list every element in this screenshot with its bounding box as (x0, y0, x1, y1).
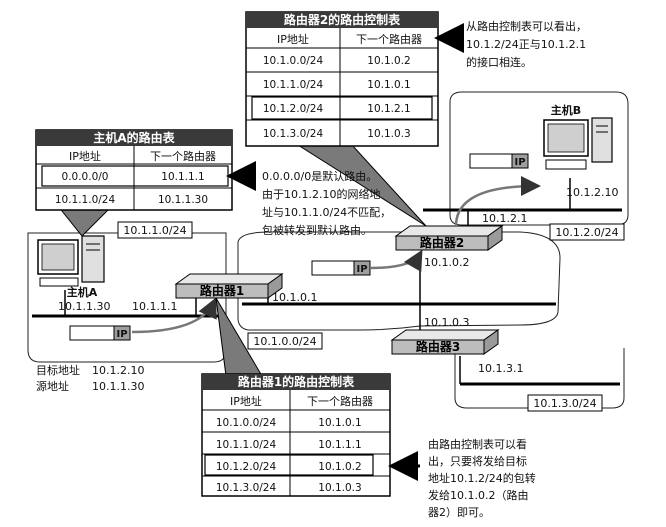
host-a-computer-icon (37, 235, 105, 287)
network-label-10-1-2-0: 10.1.2.0/24 (555, 226, 618, 239)
svg-text:0.0.0.0/0是默认路由。: 0.0.0.0/0是默认路由。 (262, 169, 377, 183)
router-1-routing-table (201, 373, 391, 497)
host-a-table-title: 主机A的路由表 (93, 130, 175, 145)
router-2-highlight-row (251, 96, 433, 120)
table-cell: 10.1.2.1 (367, 103, 410, 115)
network-label-10-1-0-0: 10.1.0.0/24 (253, 335, 316, 348)
router-1-icon (174, 273, 284, 299)
table-cell: 10.1.0.0/24 (216, 417, 277, 429)
svg-text:从路由控制表可以看出，: 从路由控制表可以看出， (466, 19, 587, 33)
host-a-label: 主机A (67, 285, 98, 299)
svg-text:包被转发到默认路由。: 包被转发到默认路由。 (262, 223, 372, 237)
table-cell: 10.1.1.30 (158, 194, 208, 206)
packet-near-host-a (69, 325, 131, 341)
table-cell: 10.1.1.1 (161, 171, 204, 183)
router-3-interface-3: 10.1.3.1 (478, 362, 523, 375)
router-2-label: 路由器2 (420, 235, 464, 250)
router-2-interface-b: 10.1.2.1 (482, 212, 527, 225)
router-2-table-title: 路由器2的路由控制表 (284, 12, 401, 27)
source-address-value: 10.1.1.30 (92, 380, 144, 393)
network-10-1-0-0-area (237, 231, 561, 331)
router-1-label: 路由器1 (200, 283, 244, 298)
table-cell: 10.1.0.1 (367, 79, 410, 91)
table-cell: 10.1.1.0/24 (216, 439, 277, 451)
router-3-label: 路由器3 (416, 339, 460, 354)
packet-ip-tag: IP (514, 157, 525, 168)
note-bottom-right: 由路由控制表可以看 出，只要将发给目标 地址10.1.2/24的包转 发给10.… (428, 437, 536, 519)
table-cell: 10.1.1.1 (318, 439, 361, 451)
note-middle: 0.0.0.0/0是默认路由。 由于10.1.2.10的网络地 址与10.1.1… (262, 169, 391, 237)
router-1-table-title: 路由器1的路由控制表 (238, 374, 355, 389)
dest-address-value: 10.1.2.10 (92, 364, 144, 377)
packet-ip-tag: IP (116, 329, 127, 340)
table-cell: 10.1.0.3 (367, 128, 410, 140)
host-b-ip: 10.1.2.10 (566, 186, 618, 199)
svg-text:的接口相连。: 的接口相连。 (466, 55, 532, 69)
svg-text:发给10.1.0.2（路由: 发给10.1.0.2（路由 (428, 488, 528, 502)
table-cell: 10.1.3.0/24 (216, 482, 277, 494)
router-1-interface-a: 10.1.1.1 (132, 300, 177, 313)
router-2-routing-table (245, 11, 439, 147)
source-address-label: 源地址 (36, 379, 69, 393)
router-2-interface-0: 10.1.0.2 (424, 256, 469, 269)
svg-text:址与10.1.1.0/24不匹配，: 址与10.1.1.0/24不匹配， (262, 205, 391, 219)
header-ip: IP地址 (277, 32, 309, 46)
network-label-10-1-1-0: 10.1.1.0/24 (123, 224, 186, 237)
router-1-interface-0: 10.1.0.1 (272, 291, 317, 304)
header-next-router: 下一个路由器 (307, 394, 373, 408)
header-ip: IP地址 (69, 149, 101, 163)
svg-text:地址10.1.2/24的包转: 地址10.1.2/24的包转 (428, 471, 536, 485)
table-cell: 10.1.0.1 (318, 417, 361, 429)
table-cell: 10.1.1.0/24 (263, 79, 324, 91)
table-cell: 0.0.0.0/0 (62, 171, 109, 183)
host-a-ip: 10.1.1.30 (58, 300, 110, 313)
svg-text:器2）即可。: 器2）即可。 (428, 506, 490, 519)
table-cell: 10.1.0.3 (318, 482, 361, 494)
svg-text:出，只要将发给目标: 出，只要将发给目标 (428, 454, 527, 468)
header-next-router: 下一个路由器 (356, 32, 422, 46)
table-cell: 10.1.0.0/24 (263, 55, 324, 67)
table-cell: 10.1.0.2 (318, 461, 361, 473)
svg-text:由路由控制表可以看: 由路由控制表可以看 (428, 437, 527, 451)
table-cell: 10.1.0.2 (367, 55, 410, 67)
router-2-icon (394, 225, 504, 251)
packet-ip-tag: IP (356, 264, 367, 275)
header-next-router: 下一个路由器 (150, 149, 216, 163)
svg-text:由于10.1.2.10的网络地: 由于10.1.2.10的网络地 (262, 187, 380, 201)
dest-address-label: 目标地址 (36, 363, 80, 377)
packet-between-routers (311, 260, 371, 276)
header-ip: IP地址 (230, 394, 262, 408)
table-cell: 10.1.2.0/24 (263, 103, 324, 115)
table-cell: 10.1.1.0/24 (55, 194, 116, 206)
svg-text:10.1.2/24正与10.1.2.1: 10.1.2/24正与10.1.2.1 (466, 38, 586, 51)
table-cell: 10.1.3.0/24 (263, 128, 324, 140)
host-b-computer-icon (543, 117, 613, 170)
router-3-icon (390, 329, 500, 355)
host-b-label: 主机B (551, 103, 581, 117)
packet-near-host-b (469, 153, 529, 169)
note-top-right: 从路由控制表可以看出， 10.1.2/24正与10.1.2.1 的接口相连。 (466, 19, 587, 69)
table-cell: 10.1.2.0/24 (216, 461, 277, 473)
router-1-highlight-row (204, 454, 374, 476)
network-label-10-1-3-0: 10.1.3.0/24 (533, 397, 596, 410)
router-3-interface-0: 10.1.0.3 (424, 316, 469, 329)
